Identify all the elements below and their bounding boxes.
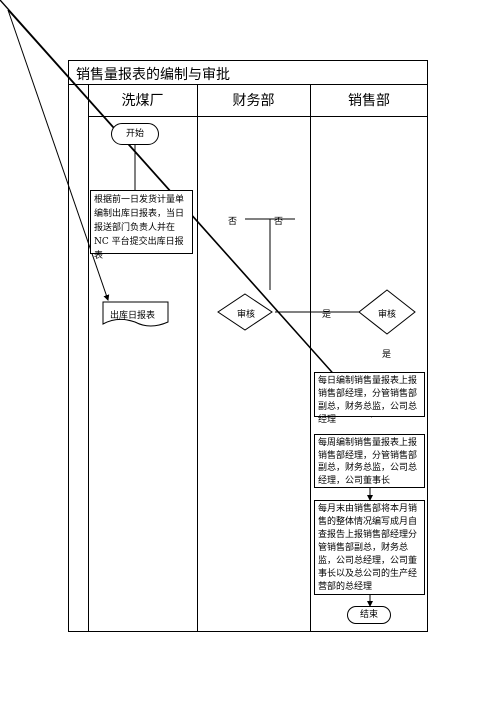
lane-header-coal-plant: 洗煤厂 [121, 93, 164, 109]
end-node: 结束 [347, 606, 391, 624]
lane-header-divider [88, 116, 428, 117]
review-finance-diamond [217, 293, 273, 331]
daily-process-box: 根据前一日发货计量单编制出库日报表，当日报送部门负责人并在 NC 平台提交出库日… [90, 190, 193, 261]
edge-label-yes-2: 是 [382, 350, 392, 360]
review-sales-label: 审核 [378, 310, 397, 320]
lane-divider-1 [197, 85, 198, 632]
review-sales-diamond [358, 289, 416, 335]
flowchart-frame [68, 60, 428, 632]
weekly-sales-report-box: 每周编制销售量报表上报销售部经理，分管销售部副总，财务总监，公司总经理，公司董事… [314, 434, 425, 488]
lane-divider-2 [310, 85, 311, 632]
edge-label-yes-1: 是 [322, 310, 332, 320]
lane-header-sales: 销售部 [348, 93, 390, 109]
monthly-self-check-report-box: 每月末由销售部将本月销售的整体情况编写成月自查报告上报销售部经理分管销售部副总，… [314, 500, 425, 595]
title-bar [68, 60, 428, 85]
flowchart-title: 销售量报表的编制与审批 [76, 67, 230, 83]
diagonal-line-down [7, 9, 110, 301]
lane-divider-left [88, 85, 89, 632]
daily-report-label: 出库日报表 [110, 311, 156, 321]
daily-sales-report-box: 每日编制销售量报表上报销售部经理，分管销售部副总，财务总监，公司总经理 [314, 372, 425, 425]
edge-label-no-1: 否 [228, 217, 238, 227]
edge-label-no-2: 否 [274, 217, 284, 227]
review-finance-label: 审核 [237, 310, 256, 320]
daily-report-document [102, 301, 169, 327]
start-node: 开始 [111, 123, 159, 145]
lane-header-finance: 财务部 [232, 93, 275, 109]
